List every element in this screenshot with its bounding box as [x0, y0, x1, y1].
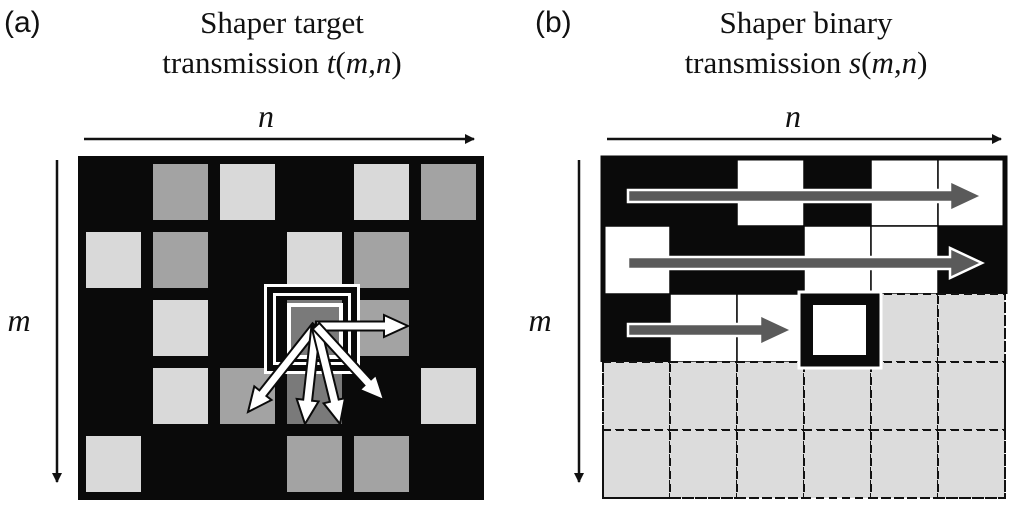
- panel-a-cell: [287, 232, 342, 288]
- panel-a-cell: [421, 436, 476, 492]
- panel-a-cell: [421, 368, 476, 424]
- panel-b-undetermined-cell: [937, 429, 1006, 499]
- panel-b-undetermined-cell: [870, 361, 939, 431]
- panel-a-m-label: m: [7, 302, 30, 338]
- panel-a-cell: [153, 164, 208, 220]
- panel-b-undetermined-cell: [803, 429, 872, 499]
- panel-a-cell: [153, 300, 208, 356]
- panel-a-cell: [421, 300, 476, 356]
- panel-b-undetermined-cell: [669, 429, 738, 499]
- panel-b-undetermined-cell: [736, 429, 805, 499]
- panel-a-cell: [354, 436, 409, 492]
- panel-a-cell: [287, 164, 342, 220]
- panel-b-scan-arrow: [626, 313, 795, 347]
- panel-b-m-label: m: [528, 302, 551, 338]
- panel-a-error-diffusion-arrows: [246, 313, 411, 427]
- panel-b: (b) Shaper binary transmission s(m,n) n …: [528, 5, 1008, 499]
- panel-a-cell: [86, 436, 141, 492]
- panel-b-scan-arrow: [626, 246, 985, 280]
- panel-b-undetermined-cell: [937, 361, 1006, 431]
- panel-b-n-label: n: [785, 98, 801, 134]
- panel-a-cell: [86, 232, 141, 288]
- panel-b-undetermined-cell: [736, 361, 805, 431]
- panel-a-cell: [220, 164, 275, 220]
- panel-a-cell: [220, 232, 275, 288]
- panel-b-title-line2: transmission s(m,n): [685, 45, 928, 80]
- panel-b-current-pixel-box: [797, 290, 883, 370]
- panel-b-undetermined-cell: [870, 429, 939, 499]
- panel-a-cell: [354, 164, 409, 220]
- panel-b-label: (b): [535, 6, 572, 39]
- panel-a-cell: [153, 436, 208, 492]
- panel-b-undetermined-cell: [937, 293, 1006, 363]
- panel-a-cell: [86, 300, 141, 356]
- panel-a-cell: [220, 436, 275, 492]
- panel-a-title-line1: Shaper target: [200, 5, 364, 40]
- panel-b-scan-arrows: [626, 179, 985, 347]
- panel-b-undetermined-cell: [669, 361, 738, 431]
- panel-b-determined-border: [600, 155, 1008, 362]
- panel-a-grid-background: [78, 156, 484, 500]
- panel-b-scan-arrow: [626, 179, 985, 213]
- panel-a-label: (a): [4, 6, 41, 39]
- panel-a-cell: [86, 164, 141, 220]
- panel-a-cell: [421, 232, 476, 288]
- panel-a-diffusion-arrow: [315, 313, 411, 339]
- panel-b-undetermined-cell: [803, 361, 872, 431]
- panel-a-title-line2: transmission t(m,n): [162, 45, 401, 80]
- panel-a-n-label: n: [258, 98, 274, 134]
- panel-a-cell: [421, 164, 476, 220]
- panel-b-title-line1: Shaper binary: [719, 5, 893, 40]
- panel-a-diffusion-arrow: [311, 321, 386, 402]
- panel-a-grid: [78, 156, 484, 500]
- panel-a-cell: [153, 232, 208, 288]
- panel-a-cell: [287, 436, 342, 492]
- panel-b-undetermined-cell: [602, 361, 671, 431]
- panel-b-undetermined-cell: [602, 429, 671, 499]
- panel-a-cell: [86, 368, 141, 424]
- panel-a-cell: [153, 368, 208, 424]
- panel-a-cell: [354, 232, 409, 288]
- panel-a: (a) Shaper target transmission t(m,n) n …: [4, 5, 484, 500]
